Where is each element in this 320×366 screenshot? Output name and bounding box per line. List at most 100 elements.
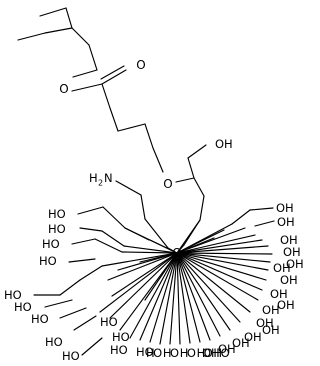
ester-oxygen-label: O — [59, 82, 68, 96]
bond — [176, 252, 269, 271]
bond — [101, 252, 178, 267]
bond — [231, 209, 251, 225]
hydroxyl-right-label: OH — [262, 303, 280, 317]
bond — [176, 252, 211, 341]
bond — [99, 252, 178, 313]
hydroxyl-label: HO — [62, 349, 80, 363]
bond — [71, 83, 103, 92]
bond — [68, 258, 96, 263]
bond — [72, 69, 98, 78]
bond — [94, 238, 123, 253]
bond — [119, 252, 178, 331]
ester-group: O O — [59, 58, 146, 109]
bond — [71, 238, 96, 245]
bond — [39, 7, 67, 17]
hydroxyl-label: HO — [42, 237, 60, 251]
bond — [44, 299, 73, 308]
bond — [59, 307, 87, 319]
bond — [254, 220, 275, 227]
hydroxyl-right-label: OH — [283, 245, 301, 259]
hydroxyl-label: HO — [110, 343, 128, 357]
hydroxyl-label: HO — [100, 315, 118, 329]
bond — [139, 252, 178, 341]
hydroxyl-label: HO — [48, 207, 66, 221]
hydroxyl-label: HO — [31, 312, 49, 326]
amine-subscript: 2 — [98, 179, 103, 188]
bond — [73, 315, 97, 331]
bond — [176, 234, 256, 254]
bond — [176, 219, 201, 254]
bond — [176, 252, 201, 343]
bond — [123, 245, 178, 254]
bond — [176, 252, 241, 323]
bond — [176, 252, 271, 263]
bond — [77, 206, 104, 215]
bond — [81, 337, 103, 356]
bond — [176, 252, 251, 313]
bond — [176, 244, 185, 254]
hydroxyl-right-label: OH — [276, 201, 294, 215]
right-hydroxyl-arms: OH OH OH OH OH OH OH OH OH OH OH OH OH O… — [202, 201, 304, 360]
hydroxyl-right-label: OH — [218, 342, 236, 356]
bond — [193, 177, 205, 197]
bond — [101, 230, 125, 247]
bond — [175, 177, 195, 183]
bond — [109, 252, 178, 319]
hydroxyl-right-label: OH — [270, 287, 288, 301]
bond — [152, 147, 164, 173]
bond — [88, 44, 98, 71]
bond — [102, 206, 126, 229]
bond — [149, 239, 178, 254]
bond — [176, 252, 231, 331]
bond — [17, 32, 46, 41]
hydroxyl-cluster-label: HO HO HO HO HO — [146, 346, 230, 360]
amine-arm: H 2 N — [89, 171, 169, 249]
bond — [139, 252, 178, 263]
bond — [199, 195, 205, 221]
bond — [115, 180, 142, 196]
hydroxyl-label: HO — [39, 254, 57, 268]
bond — [111, 252, 178, 297]
bond — [100, 65, 125, 80]
bond — [169, 252, 178, 345]
hydroxyl-right-label: OH — [256, 316, 274, 330]
hydroxyl-right-label: OH — [280, 233, 298, 247]
hydroxyl-right-label: OH — [273, 261, 291, 275]
bond — [176, 237, 215, 254]
hydroxyl-right-label: OH — [202, 346, 220, 360]
bond — [187, 157, 195, 179]
bond — [79, 265, 103, 281]
hydroxyl-label: HO — [48, 222, 66, 236]
bond — [176, 245, 269, 254]
bond — [187, 144, 207, 159]
bond — [176, 239, 263, 254]
ether-oxygen-label: O — [163, 177, 172, 191]
bond — [124, 227, 150, 241]
bond — [149, 252, 178, 343]
hydroxyl-label: HO — [14, 300, 32, 314]
bond — [144, 123, 154, 149]
bond — [121, 251, 178, 254]
hydroxyl-label: HO — [4, 288, 22, 302]
carbonyl-oxygen-label: O — [136, 58, 145, 72]
hydroxyl-label: HO — [136, 345, 154, 359]
bond — [176, 229, 225, 254]
bond — [249, 207, 274, 211]
bond — [107, 252, 178, 281]
bond — [129, 252, 178, 339]
hydroxyl-right-label: OH — [244, 330, 262, 344]
bond — [176, 252, 181, 345]
bond — [176, 252, 259, 301]
left-hydroxyl-arms: HO HO HO HO HO HO HO HO HO HO HO HO HO — [4, 206, 154, 363]
hydroxyl-label: HO — [112, 330, 130, 344]
radiating-bonds — [99, 219, 273, 345]
hydroxyl-right-label: OH — [280, 273, 298, 287]
hydroxyl-label: HO — [45, 335, 63, 349]
bond — [71, 27, 90, 46]
amine-n-label: N — [104, 171, 113, 185]
bond — [79, 227, 103, 232]
bond — [101, 69, 127, 85]
amine-h-label: H — [89, 171, 98, 185]
bond — [176, 252, 221, 337]
hydroxyl-right-label: OH — [232, 336, 250, 350]
